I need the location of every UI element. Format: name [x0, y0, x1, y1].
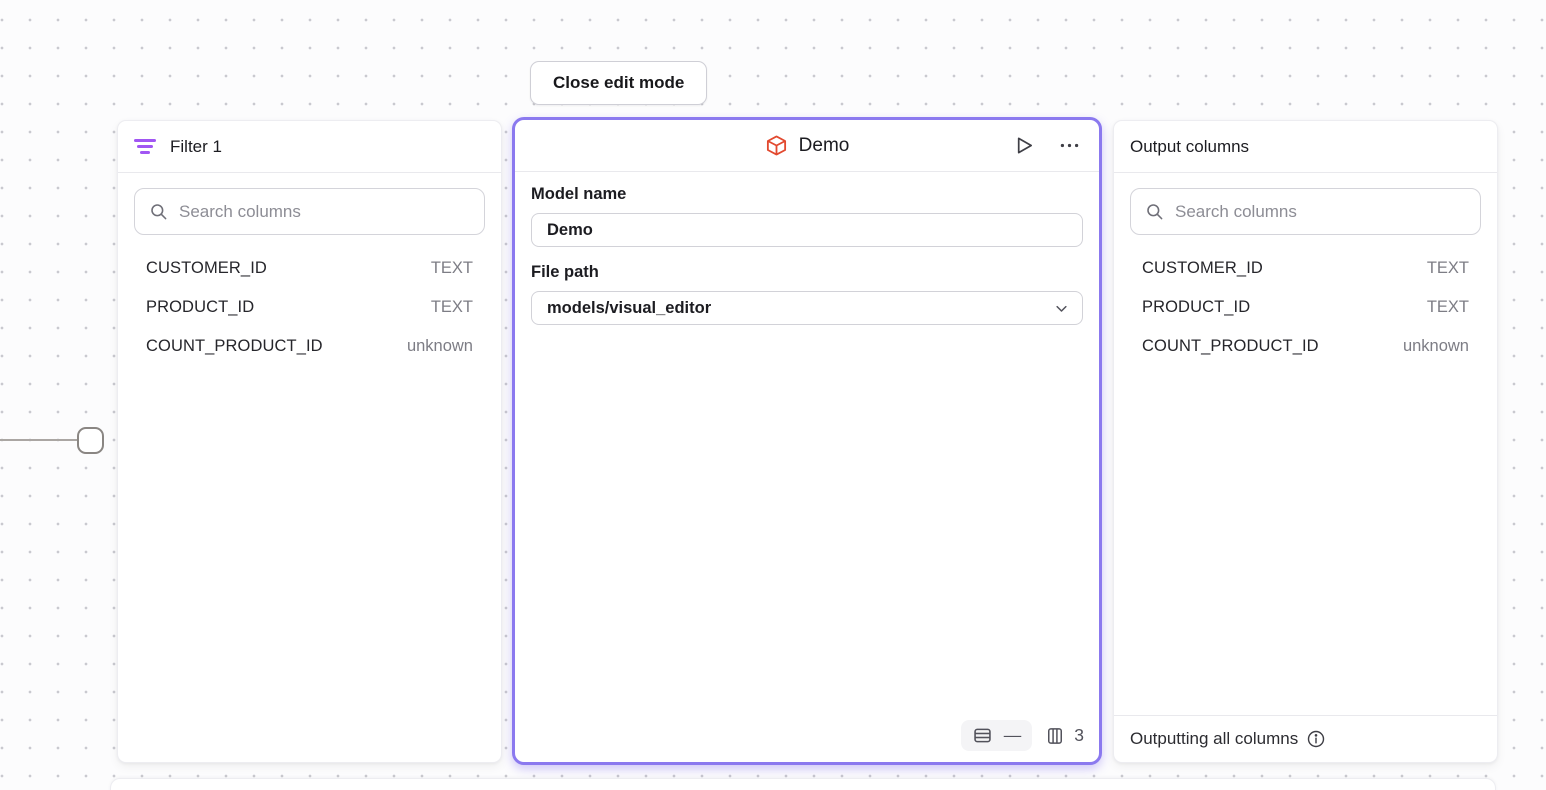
- filter-search-box: [134, 188, 485, 235]
- edge-connector-line: [0, 439, 79, 441]
- output-footer: Outputting all columns: [1114, 715, 1497, 762]
- column-name: PRODUCT_ID: [1142, 298, 1251, 316]
- column-name: COUNT_PRODUCT_ID: [146, 337, 323, 355]
- column-name: CUSTOMER_ID: [1142, 259, 1263, 277]
- info-icon[interactable]: [1306, 729, 1326, 749]
- model-panel-title: Demo: [798, 134, 850, 156]
- close-edit-mode-button[interactable]: Close edit mode: [530, 61, 708, 105]
- ellipsis-icon: [1060, 143, 1079, 148]
- output-search-box: [1130, 188, 1481, 235]
- column-row[interactable]: COUNT_PRODUCT_ID unknown: [130, 327, 489, 366]
- search-icon: [151, 204, 167, 220]
- column-name: COUNT_PRODUCT_ID: [1142, 337, 1319, 355]
- filter-icon: [134, 139, 156, 154]
- output-footer-label: Outputting all columns: [1130, 729, 1299, 748]
- output-column-list: CUSTOMER_ID TEXT PRODUCT_ID TEXT COUNT_P…: [1114, 243, 1497, 366]
- chevron-down-icon: [1056, 305, 1067, 312]
- column-type: TEXT: [1426, 298, 1469, 316]
- bottom-panel[interactable]: [110, 778, 1496, 790]
- file-path-label: File path: [531, 263, 599, 281]
- column-name: CUSTOMER_ID: [146, 259, 267, 277]
- more-options-button[interactable]: [1056, 132, 1083, 159]
- columns-icon: [1048, 727, 1063, 744]
- column-name: PRODUCT_ID: [146, 298, 255, 316]
- model-cube-icon: [766, 135, 786, 156]
- column-row[interactable]: CUSTOMER_ID TEXT: [1126, 249, 1485, 288]
- edge-connector-handle[interactable]: [77, 427, 104, 454]
- file-path-value: models/visual_editor: [547, 298, 712, 317]
- column-type: unknown: [1402, 337, 1469, 355]
- rows-icon: [974, 728, 991, 743]
- filter-column-list: CUSTOMER_ID TEXT PRODUCT_ID TEXT COUNT_P…: [118, 243, 501, 366]
- model-panel-body: Model name File path models/visual_edito…: [515, 172, 1099, 325]
- model-name-label: Model name: [531, 185, 627, 203]
- filter-panel-title: Filter 1: [170, 136, 222, 156]
- column-type: TEXT: [1426, 259, 1469, 277]
- column-row[interactable]: PRODUCT_ID TEXT: [130, 288, 489, 327]
- search-icon: [1147, 204, 1163, 220]
- filter-panel-header: Filter 1: [118, 121, 501, 173]
- model-name-input[interactable]: [531, 213, 1083, 247]
- run-model-button[interactable]: [1010, 132, 1037, 159]
- filter-node-panel: Filter 1 CUSTOMER_ID TEXT PRODUCT_ID TEX…: [117, 120, 502, 763]
- model-header-actions: [1010, 120, 1083, 171]
- output-search-input[interactable]: [1175, 201, 1466, 222]
- column-type: unknown: [406, 337, 473, 355]
- rows-count: —: [1003, 725, 1022, 745]
- model-panel-header: Demo: [515, 120, 1099, 172]
- model-title-group: Demo: [765, 134, 850, 157]
- column-row[interactable]: CUSTOMER_ID TEXT: [130, 249, 489, 288]
- columns-count-badge[interactable]: 3: [1045, 725, 1084, 746]
- filter-search-input[interactable]: [179, 201, 470, 222]
- rows-count-badge[interactable]: —: [960, 720, 1033, 751]
- output-panel-title: Output columns: [1130, 136, 1250, 156]
- columns-count: 3: [1074, 725, 1084, 745]
- output-columns-panel: Output columns CUSTOMER_ID TEXT PRODUCT_…: [1113, 120, 1498, 763]
- column-row[interactable]: COUNT_PRODUCT_ID unknown: [1126, 327, 1485, 366]
- model-node-panel: Demo Model name File path models/visual_…: [512, 117, 1102, 765]
- output-panel-header: Output columns: [1114, 121, 1497, 173]
- column-type: TEXT: [430, 298, 473, 316]
- column-row[interactable]: PRODUCT_ID TEXT: [1126, 288, 1485, 327]
- column-type: TEXT: [430, 259, 473, 277]
- play-icon: [1017, 137, 1033, 154]
- file-path-select[interactable]: models/visual_editor: [531, 291, 1083, 325]
- model-stats: — 3: [960, 720, 1084, 751]
